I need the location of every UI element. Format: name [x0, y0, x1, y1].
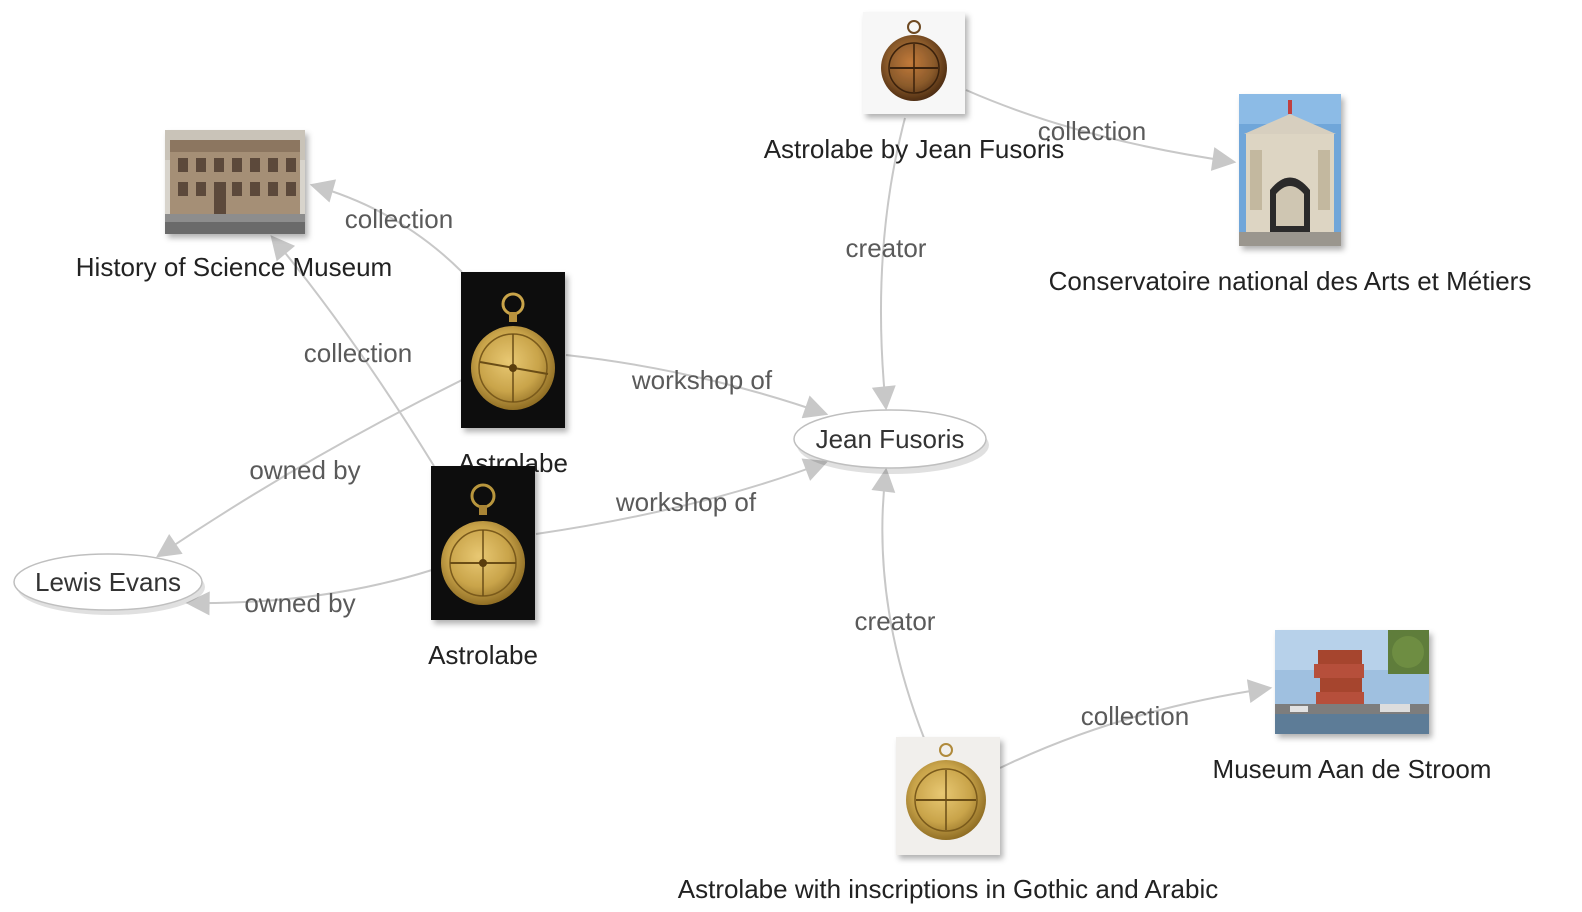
node-astrolabe-gothic-arabic[interactable]: Astrolabe with inscriptions in Gothic an… — [678, 737, 1219, 904]
edge-label-astro2-hsm: collection — [304, 338, 412, 368]
node-label: Jean Fusoris — [816, 424, 965, 454]
node-history-of-science-museum[interactable]: History of Science Museum — [76, 130, 392, 282]
edge-astro2-hsm[interactable] — [270, 235, 435, 467]
node-label: Astrolabe with inscriptions in Gothic an… — [678, 874, 1219, 904]
node-lewis-evans[interactable]: Lewis Evans — [13, 553, 205, 615]
node-conservatoire[interactable]: Conservatoire national des Arts et Métie… — [1049, 94, 1532, 296]
edge-label-gothic-jean: creator — [855, 606, 936, 636]
edge-label-astro1-hsm: collection — [345, 204, 453, 234]
node-jean-fusoris[interactable]: Jean Fusoris — [793, 409, 989, 474]
edge-astro2-jean[interactable] — [535, 458, 829, 535]
node-label: Astrolabe by Jean Fusoris — [764, 134, 1065, 164]
node-label: Astrolabe — [428, 640, 538, 670]
edge-label-astro1-lewis: owned by — [249, 455, 360, 485]
edge-astro2-lewis[interactable] — [185, 569, 433, 616]
edge-astro1-jean[interactable] — [565, 354, 829, 419]
edge-fusoris-jean[interactable] — [871, 117, 906, 411]
node-astrolabe-2[interactable]: Astrolabe — [428, 466, 538, 670]
node-astrolabe-by-jean-fusoris[interactable]: Astrolabe by Jean Fusoris — [764, 12, 1065, 164]
edge-fusoris-cnam[interactable] — [965, 89, 1237, 171]
node-label: Conservatoire national des Arts et Métie… — [1049, 266, 1532, 296]
node-museum-aan-de-stroom[interactable]: Museum Aan de Stroom — [1213, 630, 1492, 784]
edge-label-fusoris-cnam: collection — [1038, 116, 1146, 146]
edge-label-gothic-mas: collection — [1081, 701, 1189, 731]
astrolabe-photo-icon — [863, 12, 965, 114]
edge-label-astro2-lewis: owned by — [244, 588, 355, 618]
node-label: History of Science Museum — [76, 252, 392, 282]
edge-label-astro2-jean: workshop of — [615, 487, 757, 517]
node-label: Museum Aan de Stroom — [1213, 754, 1492, 784]
edge-label-astro1-jean: workshop of — [631, 365, 773, 395]
building-photo-icon — [1275, 630, 1429, 734]
node-label: Lewis Evans — [35, 567, 181, 597]
astrolabe-photo-icon — [896, 737, 1000, 855]
edge-gothic-jean[interactable] — [871, 467, 925, 739]
edge-astro1-hsm[interactable] — [309, 179, 463, 273]
edge-astro1-lewis[interactable] — [156, 379, 463, 558]
building-photo-icon — [1239, 94, 1341, 246]
edges — [156, 89, 1273, 769]
astrolabe-photo-icon — [431, 466, 535, 620]
astrolabe-photo-icon — [461, 272, 565, 428]
node-astrolabe-1[interactable]: Astrolabe — [458, 272, 568, 478]
edge-labels: collection collection owned by owned by … — [244, 116, 1189, 731]
building-photo-icon — [165, 130, 305, 234]
edge-gothic-mas[interactable] — [999, 679, 1273, 769]
edge-label-fusoris-jean: creator — [846, 233, 927, 263]
